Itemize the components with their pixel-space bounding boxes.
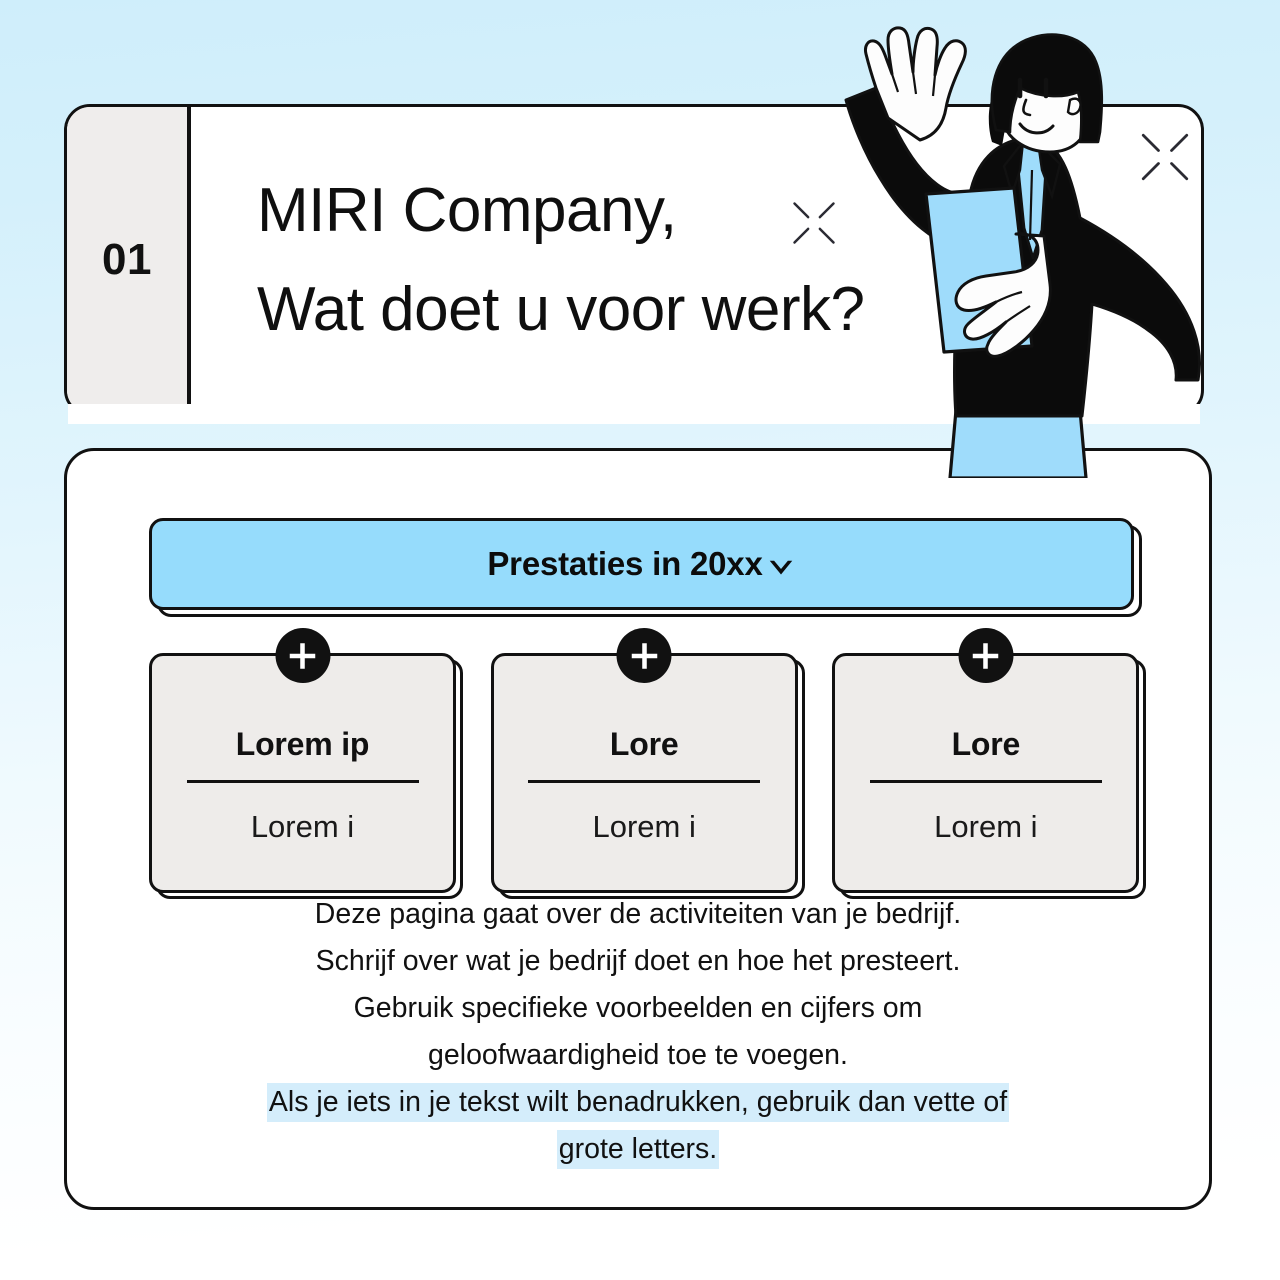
card-body: Lorem i <box>592 808 696 844</box>
paragraph-line-highlighted: grote letters. <box>67 1126 1209 1173</box>
body-paragraph: Deze pagina gaat over de activiteiten va… <box>67 891 1209 1173</box>
feature-card-3[interactable]: Lore Lorem i <box>832 628 1140 893</box>
card-title: Lore <box>609 726 679 762</box>
header-panel: 01 MIRI Company, Wat doet u voor werk? <box>64 104 1204 416</box>
section-bar-prestaties[interactable]: Prestaties in 20xx <box>149 518 1134 610</box>
paragraph-line-highlighted: Als je iets in je tekst wilt benadrukken… <box>67 1079 1209 1126</box>
slide-number-cell: 01 <box>67 107 191 413</box>
card-body: Lorem i <box>250 808 355 844</box>
card-slot: Lore Lorem i <box>832 628 1147 899</box>
section-bar-label: Prestaties in 20xx <box>487 545 763 582</box>
feature-card-2[interactable]: Lore Lorem i <box>490 628 798 893</box>
section-bar-wrapper: Prestaties in 20xx <box>149 518 1142 617</box>
card-divider <box>528 780 761 783</box>
paragraph-line: Schrijf over wat je bedrijf doet en hoe … <box>315 945 961 977</box>
card-slot: Lorem ip Lorem i <box>149 628 463 899</box>
card-title: Lore <box>951 726 1021 762</box>
cards-row: Lorem ip Lorem i Lore Lorem i <box>149 628 1147 899</box>
card-divider <box>186 780 419 783</box>
plus-icon[interactable] <box>616 628 672 683</box>
page-title: MIRI Company, Wat doet u voor werk? <box>257 175 865 344</box>
feature-card-1[interactable]: Lorem ip Lorem i <box>149 628 456 893</box>
paragraph-line: geloofwaardigheid toe te voegen. <box>428 1039 848 1071</box>
plus-icon[interactable] <box>958 628 1014 683</box>
slide-number: 01 <box>102 235 152 284</box>
plus-icon[interactable] <box>275 628 330 683</box>
card-divider <box>869 780 1102 783</box>
highlighted-text: grote letters. <box>556 1130 720 1169</box>
highlighted-text: Als je iets in je tekst wilt benadrukken… <box>266 1083 1010 1122</box>
card-title: Lorem ip <box>235 726 370 762</box>
chevron-down-icon[interactable] <box>766 552 796 582</box>
card-body: Lorem i <box>934 808 1038 844</box>
header-title-cell: MIRI Company, Wat doet u voor werk? <box>191 107 1201 413</box>
card-slot: Lore Lorem i <box>490 628 805 899</box>
header-panel-mask <box>68 404 1200 424</box>
main-content-panel: Prestaties in 20xx Lorem <box>64 448 1212 1210</box>
paragraph-line: Deze pagina gaat over de activiteiten va… <box>314 898 962 930</box>
paragraph-line: Gebruik specifieke voorbeelden en cijfer… <box>353 992 923 1024</box>
